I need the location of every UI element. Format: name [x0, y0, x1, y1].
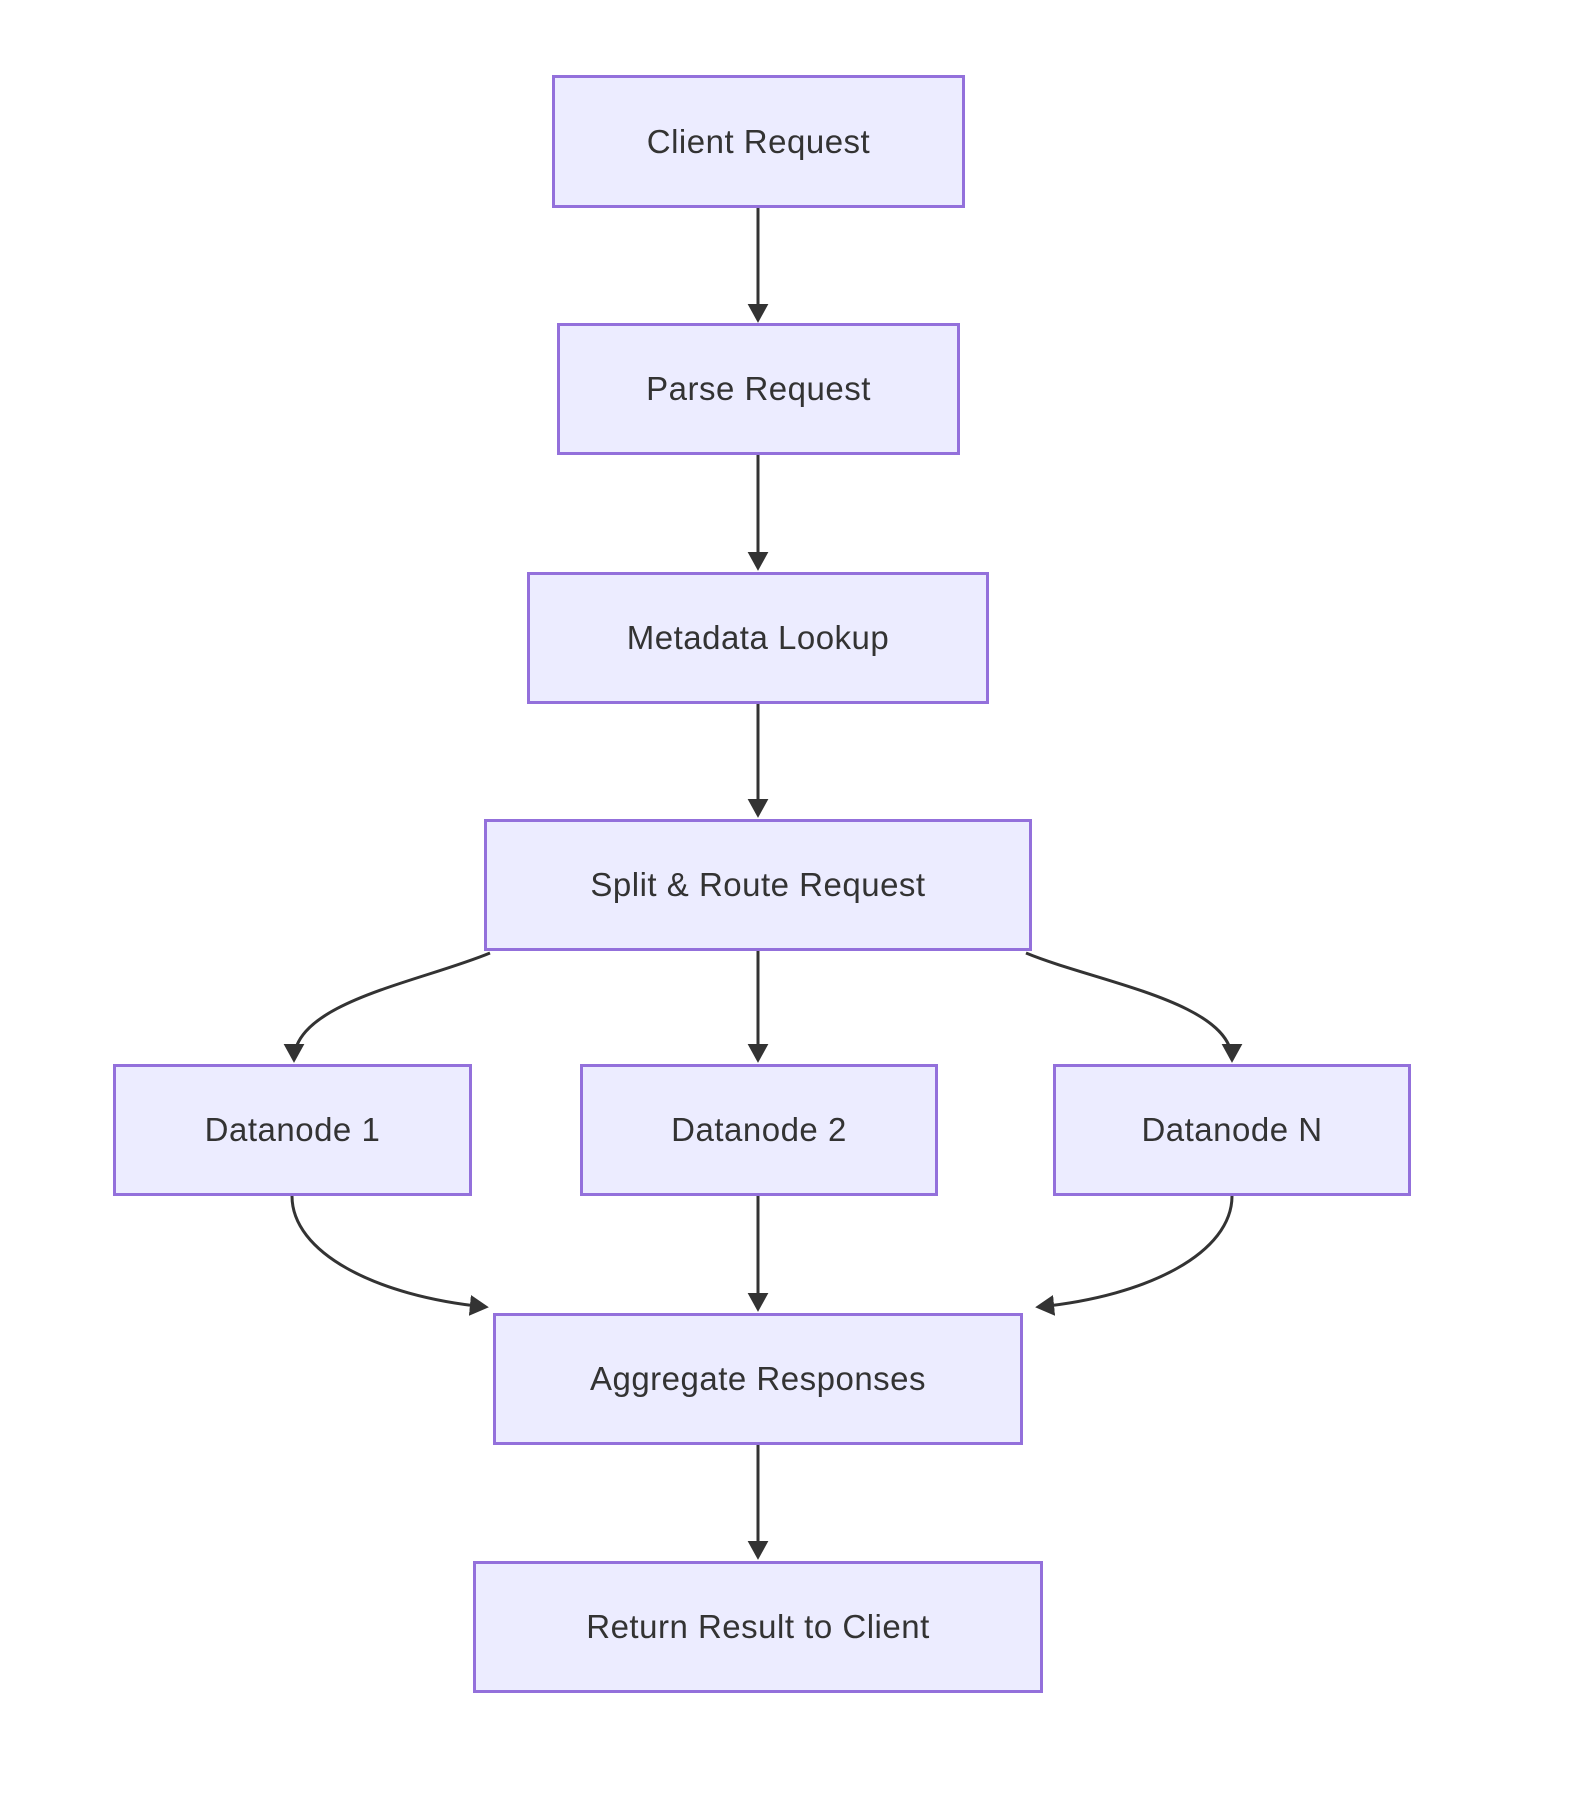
node-label: Aggregate Responses	[589, 1360, 927, 1397]
node-datanode-1: Datanode 1	[113, 1064, 472, 1196]
edge-datanodeN-to-aggregate	[1035, 1195, 1234, 1316]
node-label: Metadata Lookup	[626, 619, 890, 656]
node-label: Datanode 1	[204, 1111, 381, 1148]
node-label: Datanode N	[1141, 1111, 1323, 1148]
edge-split-to-datanode1	[283, 951, 491, 1063]
node-label: Split & Route Request	[590, 866, 926, 903]
node-label: Return Result to Client	[586, 1608, 930, 1645]
node-label: Client Request	[646, 122, 871, 160]
node-parse-request: Parse Request	[557, 323, 960, 455]
node-split-route-request: Split & Route Request	[484, 819, 1032, 951]
node-aggregate-responses: Aggregate Responses	[493, 1313, 1023, 1445]
node-return-result-to-client: Return Result to Client	[473, 1561, 1043, 1693]
node-metadata-lookup: Metadata Lookup	[527, 572, 989, 704]
edge-datanode1-to-aggregate	[290, 1195, 489, 1316]
node-datanode-2: Datanode 2	[580, 1064, 938, 1196]
node-client-request: Client Request	[552, 75, 965, 208]
node-label: Datanode 2	[671, 1111, 847, 1148]
node-datanode-n: Datanode N	[1053, 1064, 1411, 1196]
node-label: Parse Request	[646, 370, 871, 407]
edge-split-to-datanodeN	[1025, 951, 1243, 1063]
